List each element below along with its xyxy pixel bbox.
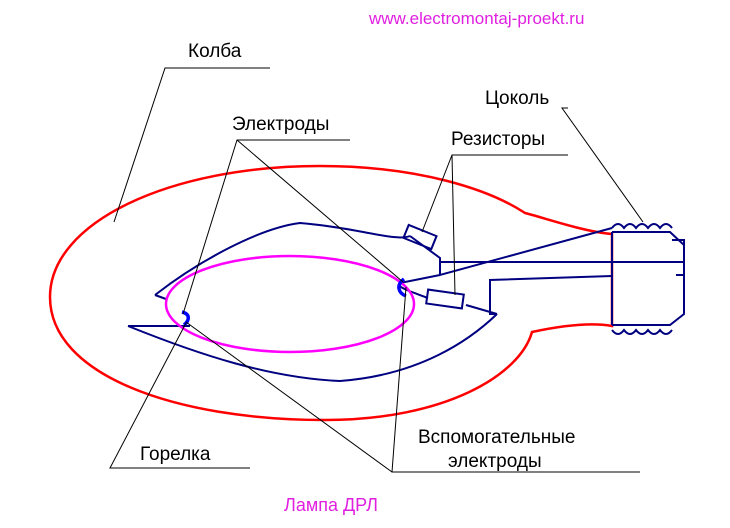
bulb-outline: [48, 164, 614, 422]
label-bulb: Колба: [188, 41, 242, 62]
label-aux-electrodes-line2: электроды: [448, 451, 542, 472]
label-aux-electrodes-line1: Вспомогательные: [418, 427, 576, 448]
label-resistors: Резисторы: [451, 129, 546, 150]
frame-wire: [127, 221, 684, 383]
label-burner: Горелка: [140, 444, 211, 465]
burner-tube: [164, 254, 416, 354]
label-base: Цоколь: [485, 88, 550, 109]
website-url[interactable]: www.electromontaj-proekt.ru: [369, 9, 585, 28]
diagram-caption: Лампа ДРЛ: [284, 495, 378, 515]
label-electrodes: Электроды: [232, 114, 330, 135]
electrodes-shape: [181, 277, 407, 327]
leader-lines: [109, 67, 644, 473]
base-screw: [611, 223, 685, 335]
